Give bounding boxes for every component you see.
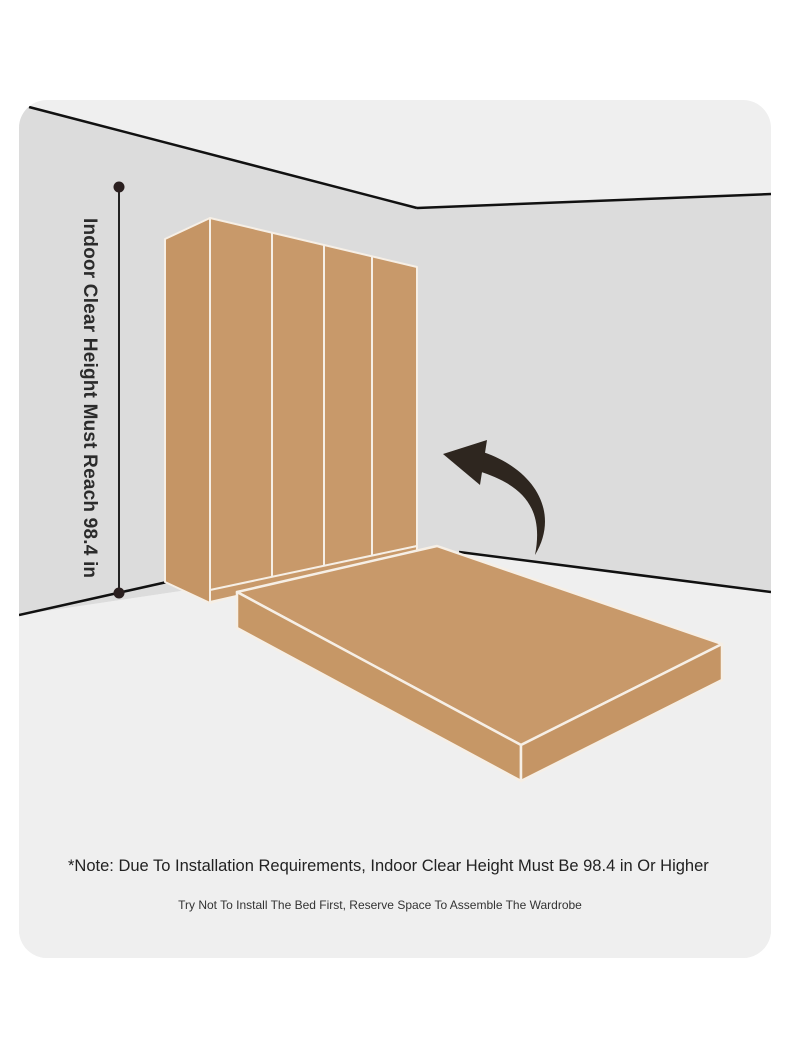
wardrobe-side [164, 217, 211, 604]
curved-arrow-shaft [478, 451, 545, 555]
illustration-panel [19, 100, 771, 958]
room-scene [19, 100, 771, 958]
installation-note: *Note: Due To Installation Requirements,… [68, 857, 709, 875]
wardrobe-front [209, 217, 418, 604]
height-requirement-label: Indoor Clear Height Must Reach 98.4 in [79, 218, 100, 579]
wardrobe [164, 217, 418, 604]
right-wall [417, 194, 771, 592]
assembly-tip: Try Not To Install The Bed First, Reserv… [178, 898, 582, 912]
floor-right-edge [458, 550, 771, 594]
bed-front-side [519, 642, 724, 783]
curved-arrow-head [443, 440, 487, 485]
bed [235, 544, 724, 783]
floor-left-edge [19, 580, 168, 617]
height-dimension-bottom-dot [113, 587, 125, 599]
ceiling-right-edge [416, 192, 771, 210]
curved-arrow [443, 440, 545, 555]
height-dimension-top-dot [113, 181, 125, 193]
ceiling-left-edge [28, 105, 418, 210]
